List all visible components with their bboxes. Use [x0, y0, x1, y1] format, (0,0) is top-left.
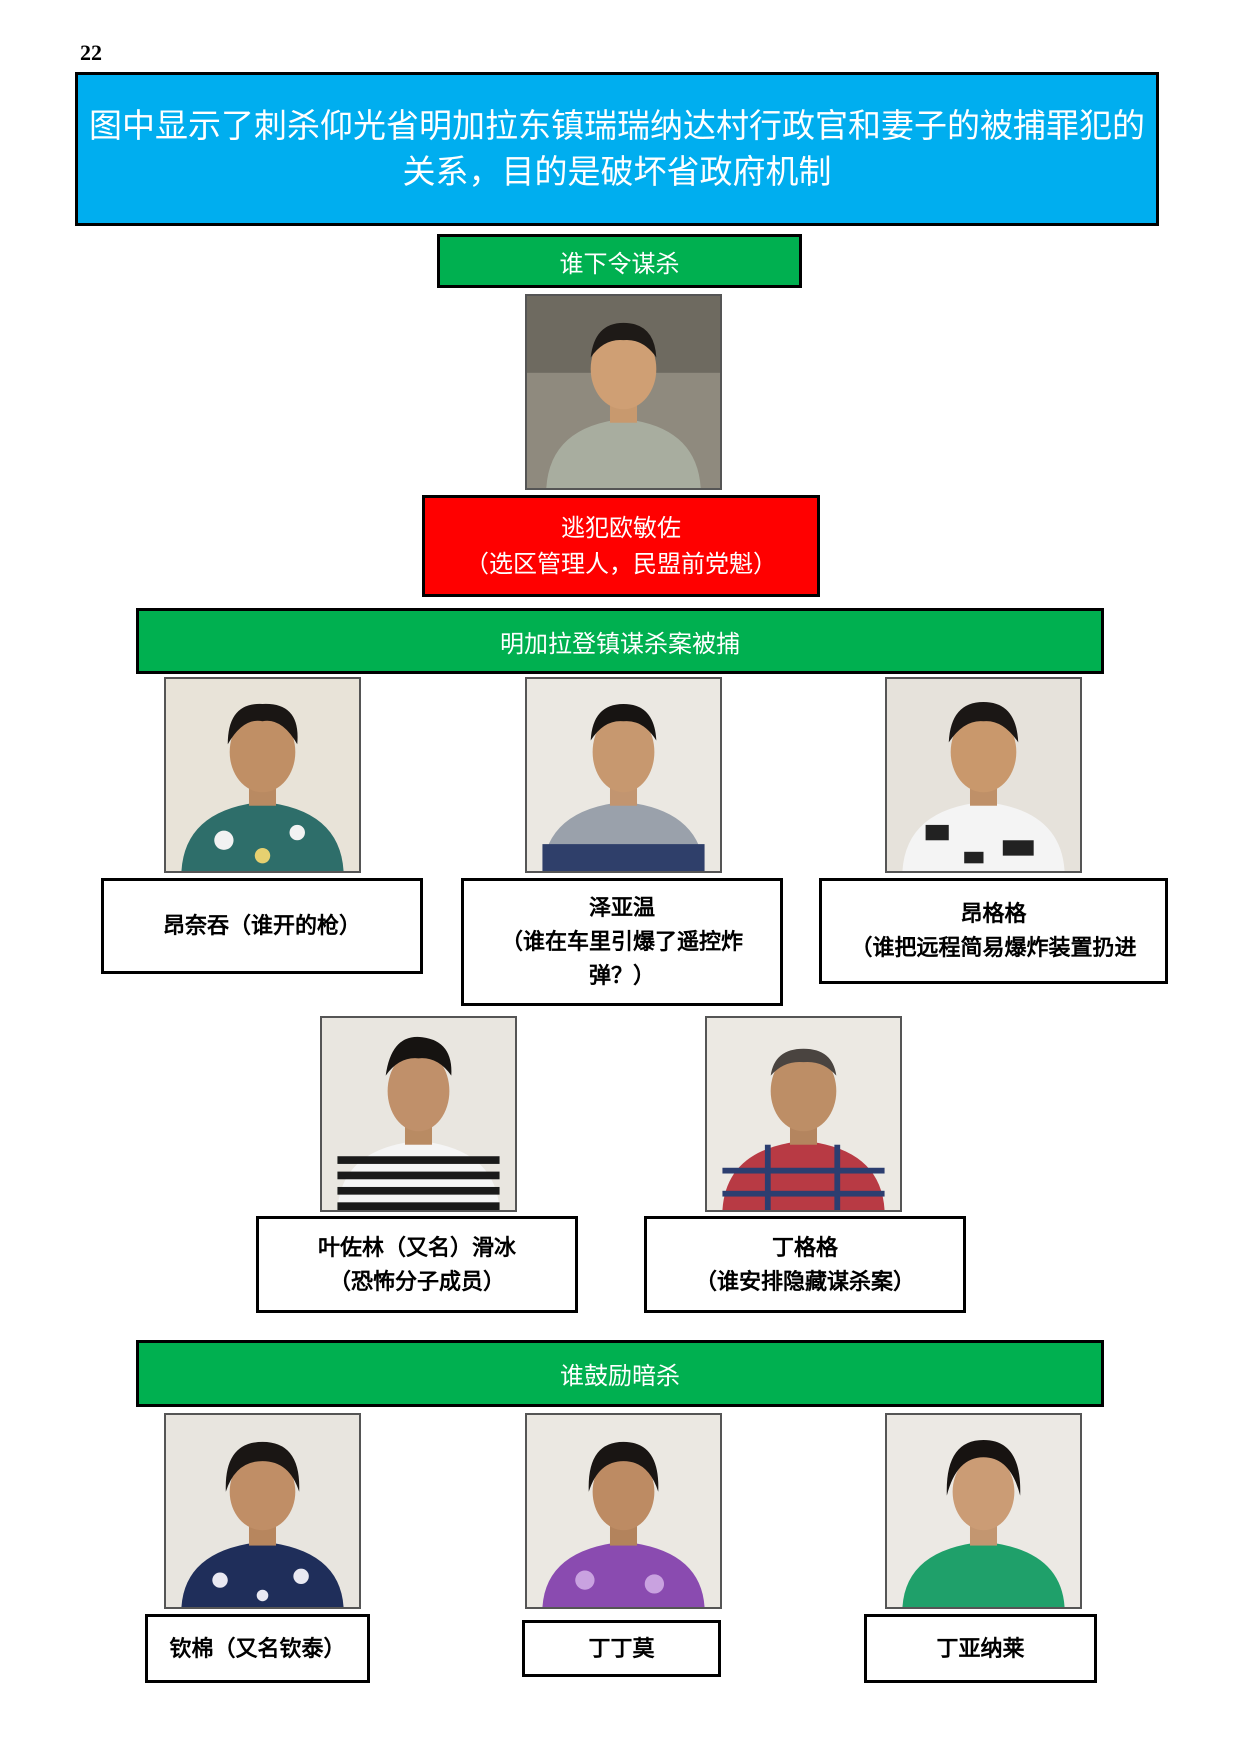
- label-encourager-1: 钦棉（又名钦泰）: [145, 1614, 370, 1683]
- fugitive-name: 逃犯欧敏佐: [561, 514, 681, 542]
- person-role: （谁安排隐藏谋杀案）: [694, 1268, 915, 1295]
- person-name: 昂格格: [960, 901, 1027, 927]
- person-name: 丁丁莫: [588, 1635, 655, 1662]
- person-name: 叶佐林（又名）滑冰: [317, 1234, 516, 1261]
- person-role: （谁在车里引爆了遥控炸: [500, 929, 743, 955]
- portrait-photo-icon: [166, 1415, 359, 1607]
- portrait-photo-icon: [707, 1018, 900, 1210]
- person-role-continued: 弹？）: [588, 963, 655, 989]
- photo-arrested-4: [320, 1016, 517, 1212]
- person-role: （恐怖分子成员）: [328, 1268, 505, 1295]
- photo-arrested-2: [525, 677, 722, 873]
- photo-encourager-2: [525, 1413, 722, 1609]
- portrait-photo-icon: [887, 679, 1080, 871]
- fugitive-box: 逃犯欧敏佐 （选区管理人，民盟前党魁）: [422, 495, 820, 597]
- photo-fugitive: [525, 294, 722, 490]
- person-name: 泽亚温: [588, 895, 655, 921]
- heading-who-encouraged: 谁鼓励暗杀: [136, 1340, 1104, 1407]
- fugitive-role: （选区管理人，民盟前党魁）: [465, 550, 777, 578]
- portrait-photo-icon: [527, 296, 720, 488]
- label-encourager-2: 丁丁莫: [522, 1620, 721, 1677]
- person-name: 昂奈吞（谁开的枪）: [162, 913, 361, 939]
- photo-arrested-3: [885, 677, 1082, 873]
- photo-arrested-5: [705, 1016, 902, 1212]
- person-role: （谁把远程简易爆炸装置扔进: [850, 935, 1137, 961]
- portrait-photo-icon: [887, 1415, 1080, 1607]
- page-number: 22: [80, 40, 102, 65]
- portrait-photo-icon: [527, 679, 720, 871]
- page-title: 图中显示了刺杀仰光省明加拉东镇瑞瑞纳达村行政官和妻子的被捕罪犯的关系，目的是破坏…: [75, 72, 1159, 226]
- label-encourager-3: 丁亚纳莱: [864, 1614, 1097, 1683]
- portrait-photo-icon: [527, 1415, 720, 1607]
- label-arrested-4: 叶佐林（又名）滑冰 （恐怖分子成员）: [256, 1216, 578, 1313]
- photo-encourager-1: [164, 1413, 361, 1609]
- label-arrested-1: 昂奈吞（谁开的枪）: [101, 878, 423, 974]
- person-name: 丁格格: [771, 1234, 838, 1261]
- person-name: 丁亚纳莱: [936, 1635, 1025, 1662]
- photo-encourager-3: [885, 1413, 1082, 1609]
- label-arrested-5: 丁格格 （谁安排隐藏谋杀案）: [644, 1216, 966, 1313]
- portrait-photo-icon: [322, 1018, 515, 1210]
- person-name: 钦棉（又名钦泰）: [169, 1635, 346, 1662]
- heading-who-ordered: 谁下令谋杀: [437, 234, 802, 288]
- portrait-photo-icon: [166, 679, 359, 871]
- label-arrested-3: 昂格格 （谁把远程简易爆炸装置扔进: [819, 878, 1168, 984]
- photo-arrested-1: [164, 677, 361, 873]
- label-arrested-2: 泽亚温 （谁在车里引爆了遥控炸 弹？）: [461, 878, 783, 1006]
- heading-arrested: 明加拉登镇谋杀案被捕: [136, 608, 1104, 674]
